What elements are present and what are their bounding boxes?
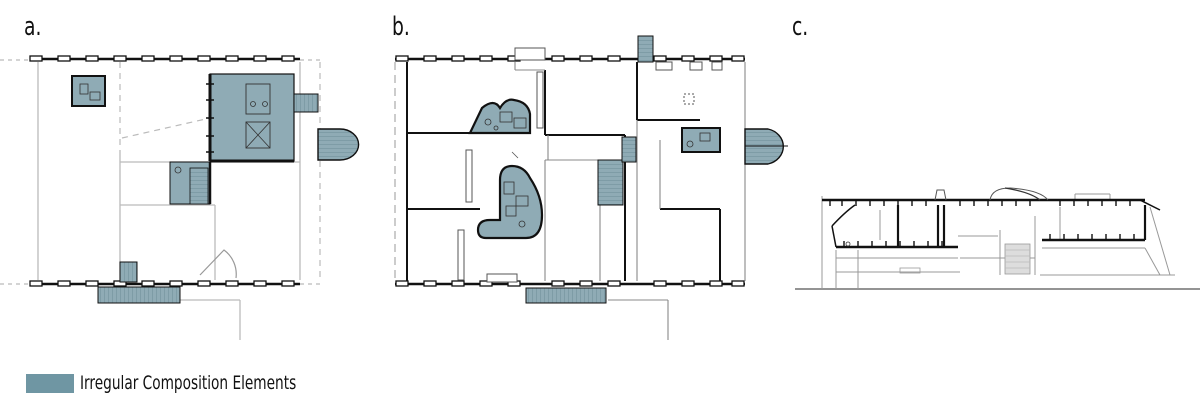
section-c bbox=[795, 187, 1200, 290]
panel-label-a: a. bbox=[24, 12, 42, 42]
panel-label-b: b. bbox=[392, 12, 410, 42]
plan-a bbox=[0, 55, 360, 340]
legend: Irregular Composition Elements bbox=[26, 374, 380, 393]
legend-label: Irregular Composition Elements bbox=[80, 372, 297, 394]
legend-swatch bbox=[26, 374, 74, 393]
plan-b bbox=[394, 35, 788, 340]
panel-label-c: c. bbox=[792, 12, 809, 42]
